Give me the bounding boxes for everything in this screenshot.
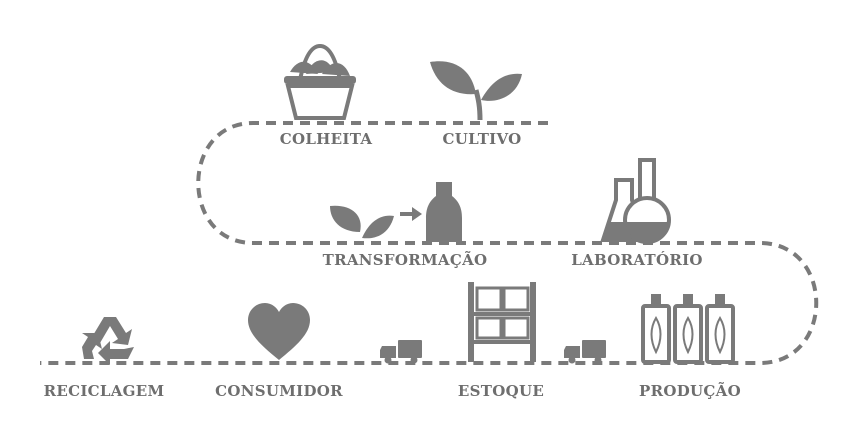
label-consumidor: CONSUMIDOR — [215, 382, 343, 400]
label-estoque: ESTOQUE — [457, 382, 545, 400]
label-reciclagem: RECICLAGEM — [43, 382, 165, 400]
basket-icon — [284, 43, 356, 120]
recycle-icon — [82, 317, 134, 365]
label-laboratorio: LABORATÓRIO — [571, 251, 703, 269]
truck-icon — [380, 340, 422, 364]
label-transformacao: TRANSFORMAÇÃO — [322, 251, 488, 269]
shelf-icon — [468, 282, 536, 362]
label-colheita: COLHEITA — [279, 130, 373, 148]
label-producao: PRODUÇÃO — [639, 382, 741, 400]
flasks-icon — [600, 158, 671, 244]
dashed-process-path — [40, 121, 819, 365]
bottles-icon — [641, 294, 735, 364]
label-cultivo: CULTIVO — [442, 130, 522, 148]
sprout-icon — [430, 61, 522, 121]
truck-icon — [564, 340, 606, 364]
leaves-to-bottle-icon — [330, 182, 462, 242]
heart-icon — [248, 303, 310, 360]
